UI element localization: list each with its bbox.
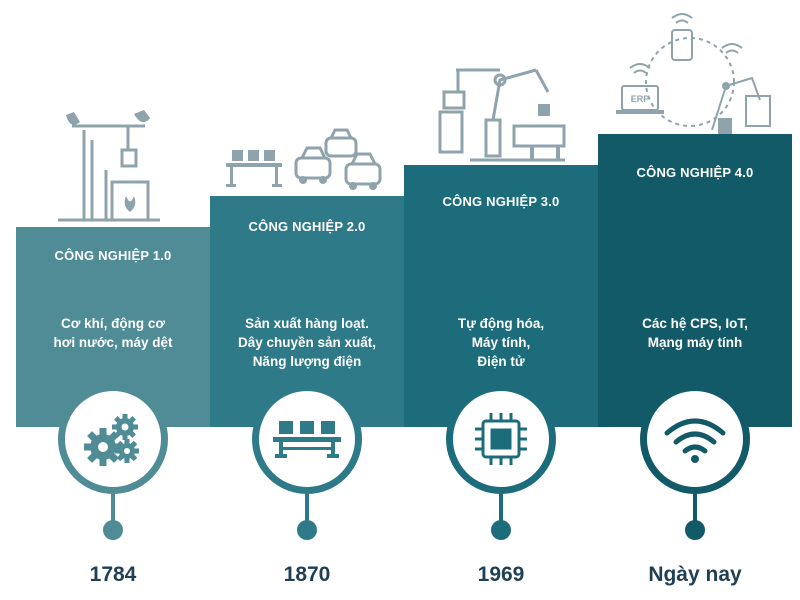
timeline-dot (297, 520, 317, 540)
timeline-dot (103, 520, 123, 540)
stage-industry-3: CÔNG NGHIỆP 3.0 Tự động hóa, Máy tính, Đ… (404, 0, 598, 600)
stage-description: Sản xuất hàng loạt. Dây chuyền sản xuất,… (237, 316, 377, 369)
stage-year: 1784 (89, 563, 137, 586)
stage-description: Các hệ CPS, IoT, Mạng máy tính (642, 316, 748, 350)
stage-industry-2: CÔNG NGHIỆP 2.0 Sản xuất hàng loạt. Dây … (210, 0, 404, 600)
stage-title: CÔNG NGHIỆP 2.0 (248, 219, 366, 234)
timeline-dot (491, 520, 511, 540)
stage-box (404, 165, 598, 427)
stage-year: 1870 (283, 563, 331, 586)
wifi-icon (640, 384, 750, 494)
stage-description: Tự động hóa, Máy tính, Điện tử (457, 316, 545, 369)
stage-year: Ngày nay (648, 563, 742, 586)
erp-label: ERP (631, 94, 650, 104)
timeline-stem (499, 492, 503, 526)
stage-title: CÔNG NGHIỆP 3.0 (442, 194, 560, 209)
stage-title: CÔNG NGHIỆP 4.0 (636, 165, 754, 180)
cpu-chip-icon (446, 384, 556, 494)
stage-year: 1969 (477, 563, 525, 586)
timeline-stem (693, 492, 697, 526)
stage-industry-4: CÔNG NGHIỆP 4.0 Các hệ CPS, IoT, Mạng má… (598, 0, 792, 600)
timeline-stem (111, 492, 115, 526)
timeline-dot (685, 520, 705, 540)
stage-title: CÔNG NGHIỆP 1.0 (54, 248, 172, 263)
conveyor-icon (252, 384, 362, 494)
stage-box (598, 134, 792, 427)
timeline-stem (305, 492, 309, 526)
stage-description: Cơ khí, động cơ hơi nước, máy dệt (53, 316, 173, 350)
stage-industry-1: CÔNG NGHIỆP 1.0 Cơ khí, động cơ hơi nước… (16, 0, 210, 600)
gears-icon (58, 384, 168, 494)
